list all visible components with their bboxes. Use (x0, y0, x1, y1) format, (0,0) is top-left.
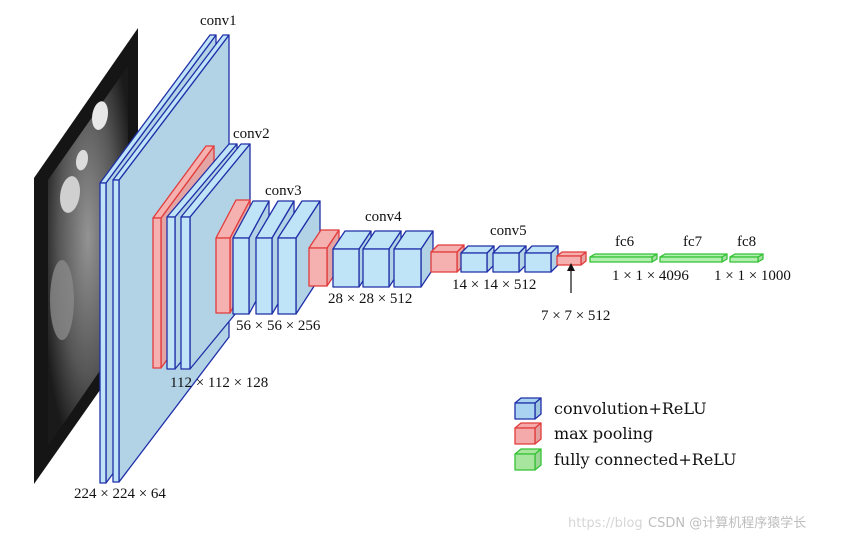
fc6-block (589, 253, 658, 263)
dim-label-conv1: 224 × 224 × 64 (74, 486, 166, 502)
stage-label-fc8: fc8 (737, 234, 756, 250)
watermark-main: CSDN @计算机程序猿学长 (648, 515, 806, 531)
legend-label-pool: max pooling (554, 424, 653, 443)
conv5-block-2 (492, 245, 527, 273)
conv4-block-3 (393, 230, 434, 288)
watermark: https://blog CSDN @计算机程序猿学长 (568, 515, 806, 531)
stage-label-conv4: conv4 (365, 209, 402, 225)
legend-label-fc: fully connected+ReLU (554, 450, 737, 469)
dim-label-pool5: 7 × 7 × 512 (541, 308, 610, 324)
fc8-block (729, 253, 764, 263)
legend-swatch-conv (514, 397, 542, 420)
dim-label-conv4: 28 × 28 × 512 (328, 291, 412, 307)
stage-label-conv3: conv3 (265, 183, 302, 199)
stage-label-conv5: conv5 (490, 223, 527, 239)
legend-swatch-fc (514, 448, 542, 471)
conv5-block-3 (524, 245, 559, 273)
dim-label-fc6-fc7: 1 × 1 × 4096 (612, 268, 689, 284)
network-blocks (99, 34, 764, 484)
legend-swatch-pool (514, 422, 542, 445)
conv5-block-1 (460, 245, 495, 273)
watermark-faint: https://blog (568, 516, 643, 531)
stage-label-conv2: conv2 (233, 126, 270, 142)
dim-label-fc8: 1 × 1 × 1000 (714, 268, 791, 284)
legend-label-conv: convolution+ReLU (554, 399, 707, 418)
stage-label-conv1: conv1 (200, 13, 237, 29)
stage-label-fc6: fc6 (615, 234, 635, 250)
fc7-block (659, 253, 728, 263)
pool5-block (556, 251, 587, 266)
dim-label-conv3: 56 × 56 × 256 (236, 318, 321, 334)
dim-label-conv2: 112 × 112 × 128 (170, 375, 268, 391)
pool4-block (430, 244, 465, 273)
stage-label-fc7: fc7 (683, 234, 703, 250)
pool5-arrow (567, 263, 575, 293)
dim-label-conv5: 14 × 14 × 512 (452, 277, 536, 293)
legend: convolution+ReLU max pooling fully conne… (514, 397, 737, 471)
